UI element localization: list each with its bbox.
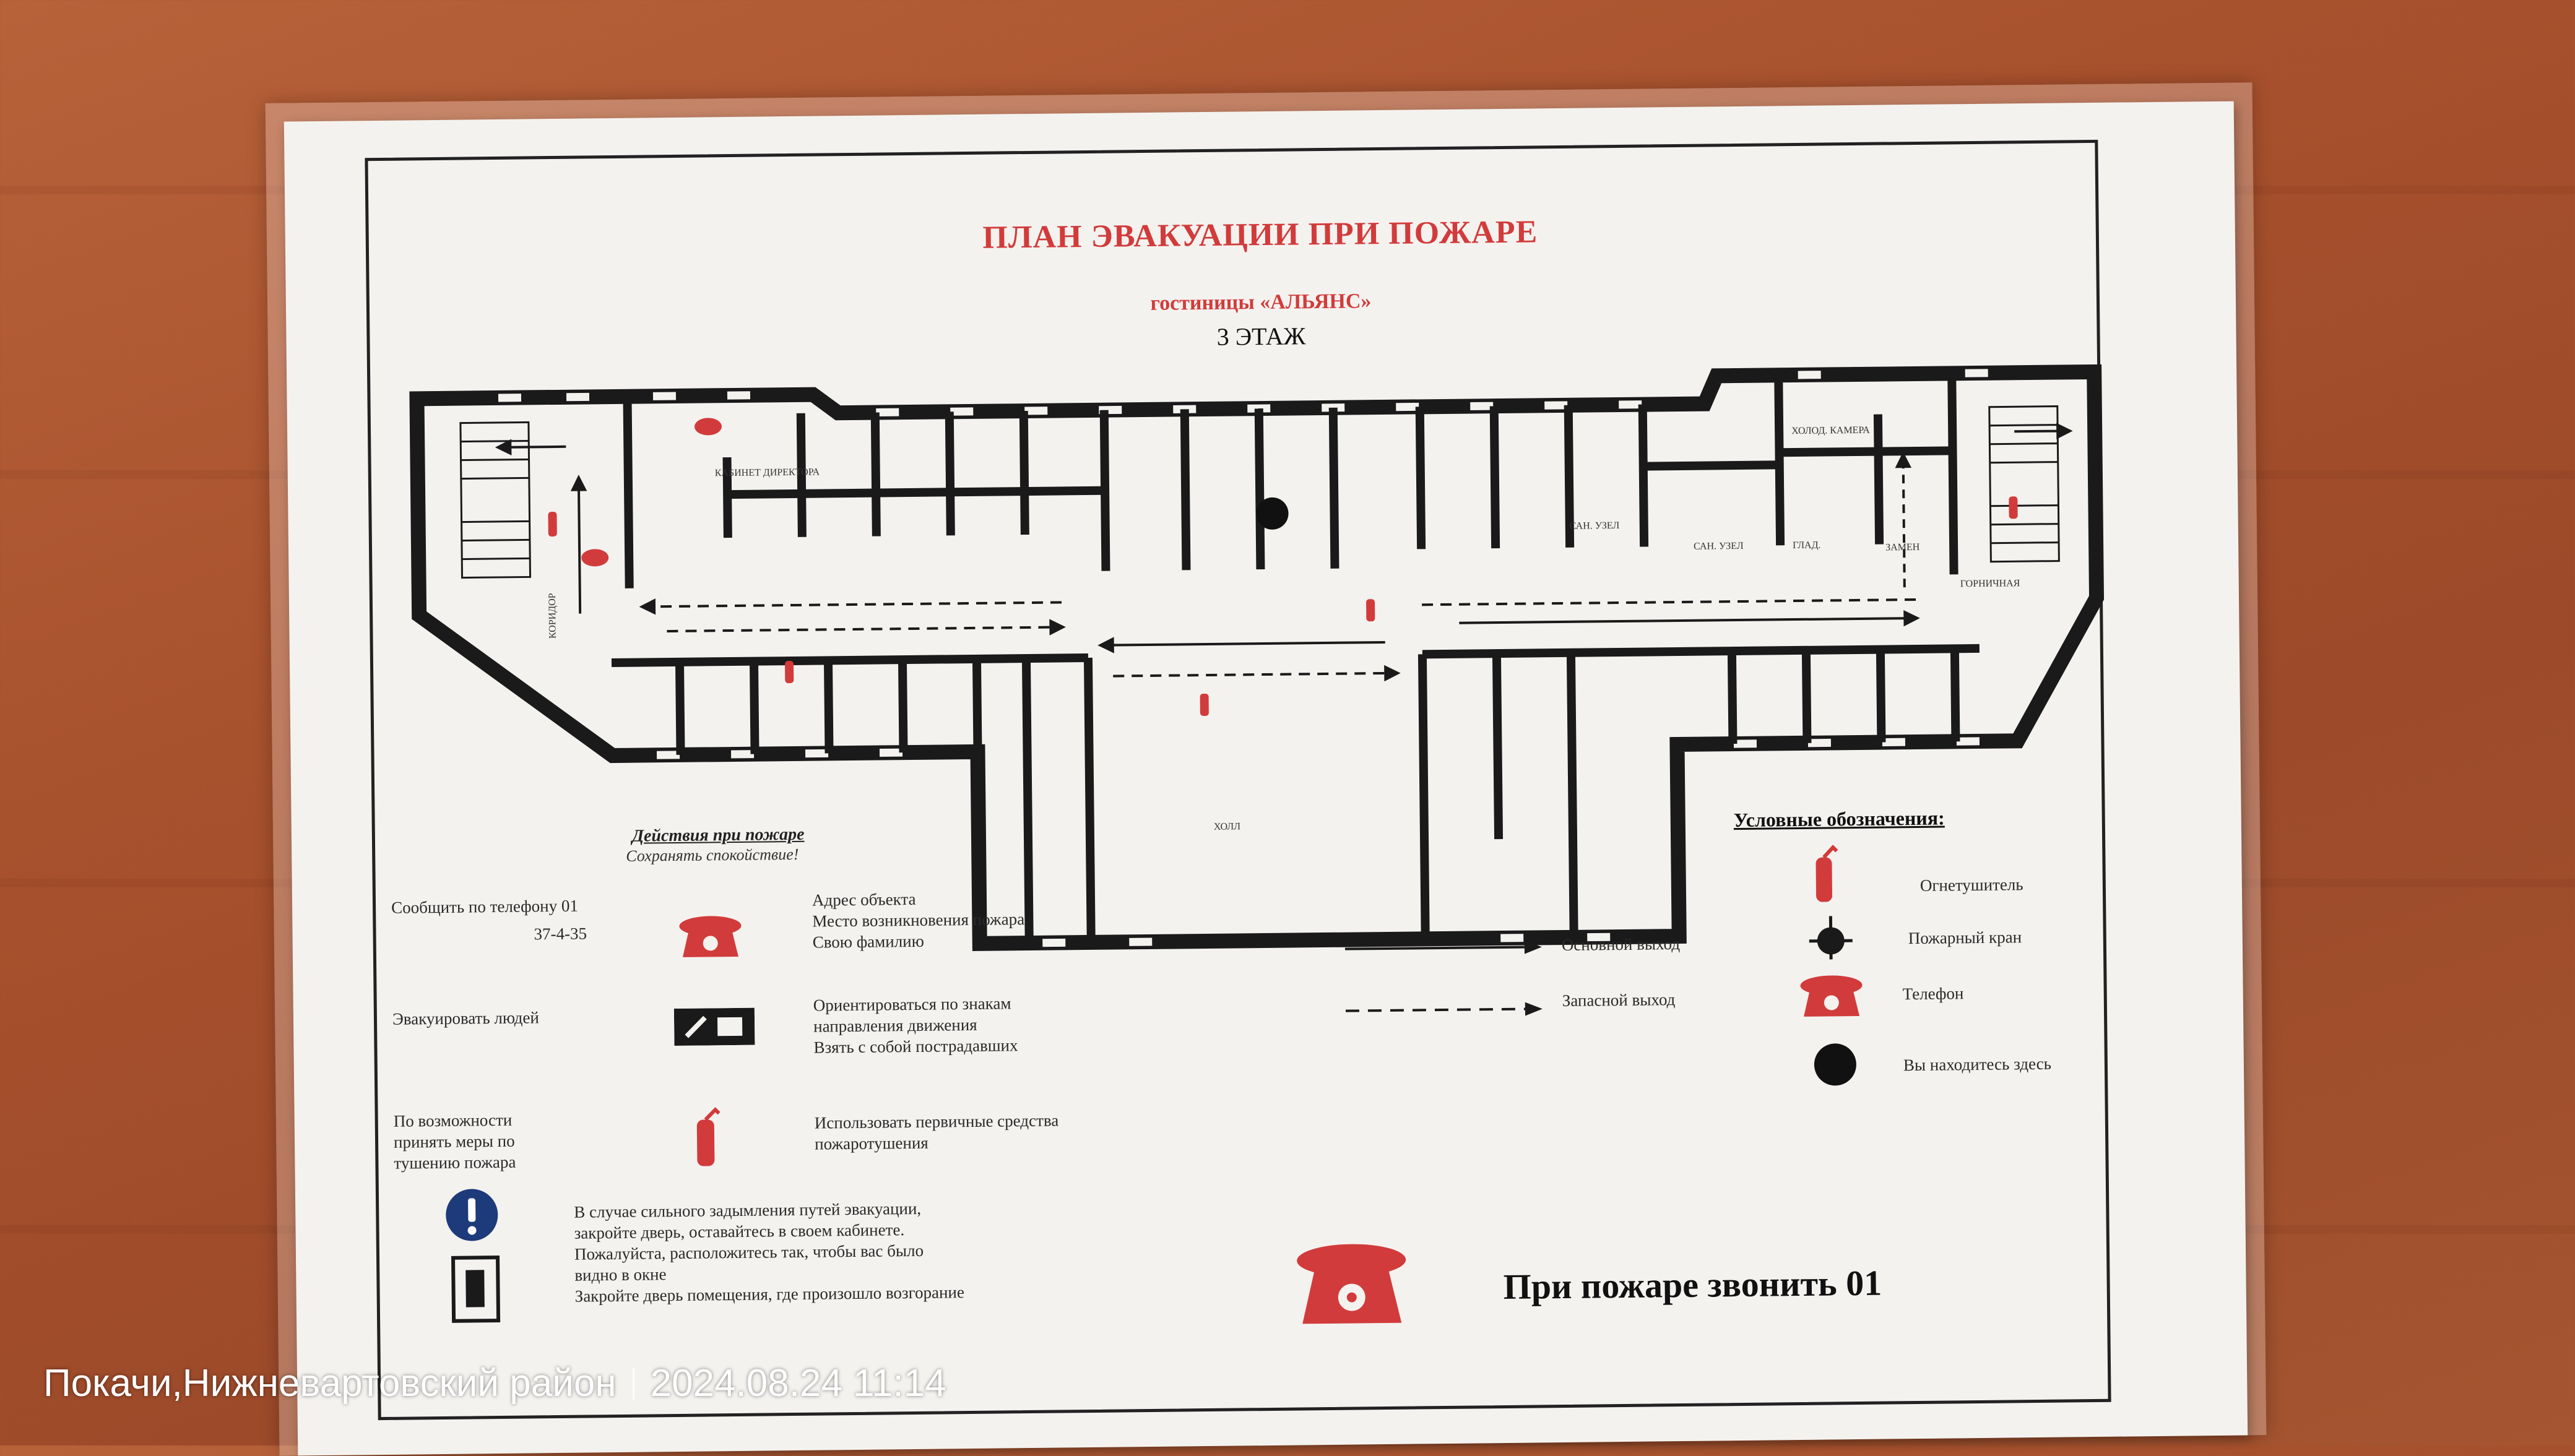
door-icon: [451, 1256, 501, 1323]
stairwells: [459, 405, 2060, 579]
extinguisher-icon: [696, 1107, 721, 1166]
action-1-detail-1: Адрес объекта: [811, 889, 916, 910]
warning-icon: [446, 1189, 498, 1241]
action-1-label: Сообщить по телефону 01: [391, 896, 579, 917]
legend-extinguisher-label: Огнетушитель: [1919, 875, 2023, 895]
caption-separator: [632, 1368, 634, 1400]
plan-symbols: [548, 418, 2018, 717]
action-1-extra: 37-4-35: [534, 924, 587, 944]
room-label-zamok: ЗАМЕН: [1885, 542, 1920, 553]
room-label-koridor: КОРИДОР: [547, 593, 558, 639]
call-text: При пожаре звонить 01: [1503, 1262, 1882, 1307]
evacuation-plan-sheet: ПЛАН ЭВАКУАЦИИ ПРИ ПОЖАРЕ гостиницы «АЛЬ…: [283, 101, 2248, 1456]
legend-hydrant-icon: [1809, 916, 1853, 960]
exit-sign-icon: [673, 1007, 755, 1046]
room-label-san-uzel-2: САН. УЗЕЛ: [1694, 541, 1744, 552]
legend-extinguisher-icon: [1815, 845, 1838, 902]
room-label-san-uzel: САН. УЗЕЛ: [1570, 520, 1620, 532]
room-label-glad: ГЛАД.: [1793, 540, 1821, 551]
phone-icon: [679, 916, 742, 957]
caption-location: Покачи,Нижневартовский район: [43, 1362, 617, 1405]
caption-datetime: 2024.08.24 11:14: [650, 1362, 946, 1405]
windows: [496, 367, 1990, 949]
reserve-exit-arrow-icon: [1345, 1002, 1543, 1016]
legend-you-are-here-icon: [1814, 1043, 1856, 1086]
evacuation-arrows: [495, 423, 2073, 682]
action-3-label-3: тушению пожара: [394, 1152, 516, 1173]
action-1-detail-2: Место возникновения пожара: [812, 910, 1025, 931]
action-3-detail-2: пожаротушения: [814, 1133, 928, 1153]
legend-hydrant-label: Пожарный кран: [1908, 928, 2022, 948]
legend-title: Условные обозначения:: [1733, 806, 1945, 832]
legend-phone-icon: [1800, 975, 1863, 1017]
legend-phone-label: Телефон: [1902, 984, 1964, 1004]
room-label-holod: ХОЛОД. КАМЕРА: [1791, 425, 1870, 436]
room-label-gornichnaya: ГОРНИЧНАЯ: [1960, 578, 2020, 589]
note-line-2: закройте дверь, оставайтесь в своем каби…: [574, 1220, 905, 1243]
action-3-detail-1: Использовать первичные средства: [814, 1111, 1059, 1132]
floor-plan: ХОЛЛ САН. УЗЕЛ САН. УЗЕЛ ГЛАД. ЗАМЕН ХОЛ…: [409, 364, 2105, 951]
actions-subtitle: Сохранять спокойствие!: [626, 845, 799, 865]
photo-caption: Покачи,Нижневартовский район 2024.08.24 1…: [43, 1361, 946, 1405]
action-2-detail-2: направления движения: [813, 1015, 977, 1036]
actions-title: Действия при пожаре: [631, 824, 805, 846]
action-3-label-1: По возможности: [393, 1110, 513, 1131]
action-2-detail-3: Взять с собой пострадавших: [813, 1036, 1018, 1057]
note-line-3: Пожалуйста, расположитесь так, чтобы вас…: [574, 1241, 924, 1264]
plan-room-labels: ХОЛЛ САН. УЗЕЛ САН. УЗЕЛ ГЛАД. ЗАМЕН ХОЛ…: [547, 425, 2020, 832]
action-1-detail-3: Свою фамилию: [812, 931, 924, 952]
action-2-label: Эвакуировать людей: [392, 1008, 540, 1028]
action-3-label-2: принять меры по: [393, 1131, 515, 1152]
action-2-detail-1: Ориентироваться по знакам: [813, 994, 1011, 1015]
interior-walls: [611, 373, 1980, 944]
room-label-hall: ХОЛЛ: [1214, 821, 1241, 832]
legend-reserve-exit: Запасной выход: [1562, 990, 1676, 1010]
you-are-here-marker: [1256, 497, 1289, 530]
main-exit-arrow-icon: [1344, 940, 1542, 954]
legend-you-are-here-label: Вы находитесь здесь: [1903, 1054, 2052, 1075]
note-line-5: Закройте дверь помещения, где произошло …: [574, 1283, 965, 1306]
legend-main-exit: Основной выход: [1561, 934, 1681, 955]
note-line-4: видно в окне: [574, 1265, 667, 1285]
room-label-kabinet: КАБИНЕТ ДИРЕКТОРА: [715, 467, 820, 479]
call-phone-icon: [1297, 1244, 1406, 1324]
